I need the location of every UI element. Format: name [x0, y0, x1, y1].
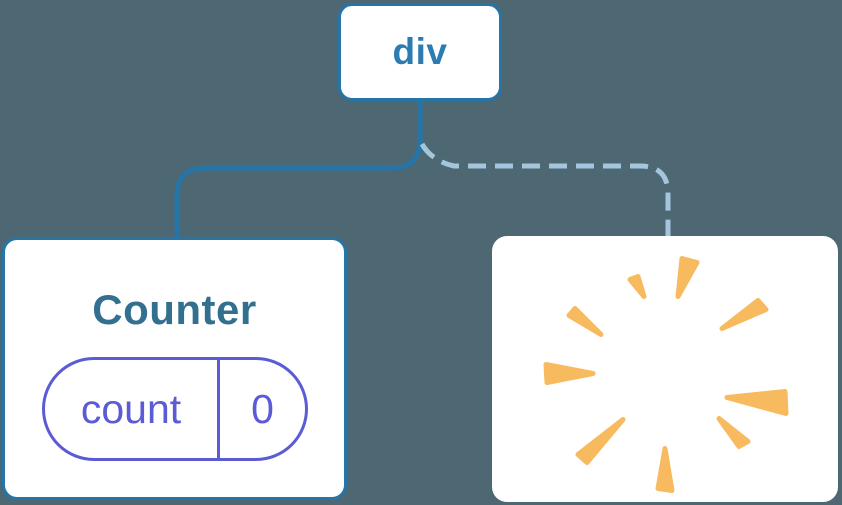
- root-node: div: [338, 3, 502, 101]
- counter-component-card: Counter count 0: [2, 237, 347, 500]
- poof-ray: [675, 256, 700, 299]
- solid-link-line: [174, 101, 423, 239]
- state-pill: count 0: [42, 357, 308, 461]
- poof-ray: [724, 389, 789, 416]
- poof-ray: [543, 362, 596, 385]
- state-key-label: count: [45, 360, 220, 458]
- state-value-label: 0: [251, 385, 274, 432]
- poof-ray: [575, 417, 626, 465]
- poof-ray: [719, 298, 769, 331]
- dashed-link-line: [419, 142, 671, 241]
- removed-component-card: [492, 236, 838, 502]
- poof-icon: [543, 256, 789, 493]
- poof-ray: [655, 446, 675, 493]
- poof-ray: [566, 306, 604, 337]
- poof-ray: [627, 274, 647, 299]
- root-node-label: div: [392, 31, 448, 72]
- poof-ray: [716, 416, 751, 449]
- counter-title: Counter: [92, 286, 257, 333]
